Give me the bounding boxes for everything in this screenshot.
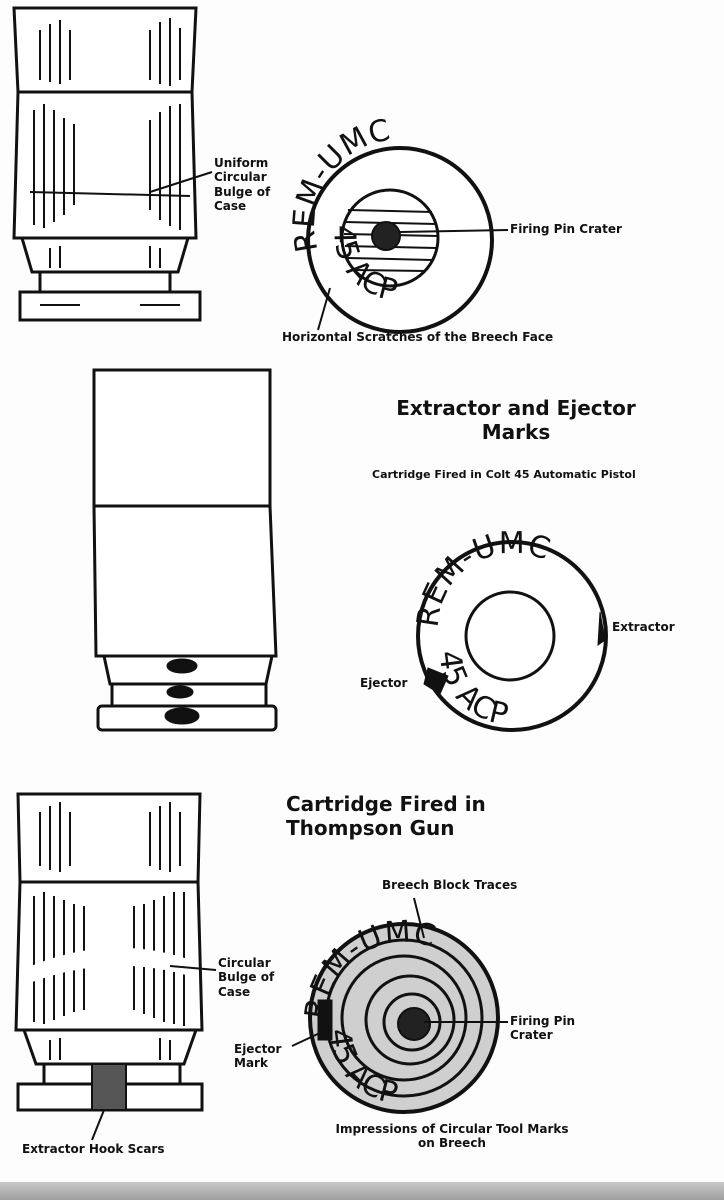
bottom-headstamp [291,897,508,1114]
bottom-breech-block-label: Breech Block Traces [382,878,518,892]
middle-subtitle: Cartridge Fired in Colt 45 Automatic Pis… [372,468,636,481]
middle-title: Extractor and Ejector Marks [396,396,636,444]
top-headstamp [306,146,509,334]
top-scratches-label: Horizontal Scratches of the Breech Face [282,330,554,344]
bottom-extractor-label: Extractor Hook Scars [22,1142,165,1156]
bottom-title: Cartridge Fired in Thompson Gun [286,792,486,840]
bottom-firing-pin-label: Firing Pin Crater [510,1014,576,1043]
bottom-ejector-label: Ejector Mark [234,1042,282,1071]
bottom-cartridge-side [14,792,217,1141]
top-bulge-label: Uniform Circular Bulge of Case [214,156,271,214]
top-cartridge-side [12,6,213,322]
middle-cartridge-side [92,368,278,732]
bottom-edge-strip [0,1182,724,1200]
bottom-tool-marks-label: Impressions of Circular Tool Marks on Br… [335,1122,569,1151]
middle-extractor-label: Extractor [612,620,675,634]
middle-headstamp [416,540,608,732]
bottom-bulge-label: Circular Bulge of Case [218,956,275,999]
middle-ejector-label: Ejector [360,676,408,690]
top-firing-pin-label: Firing Pin Crater [510,222,622,236]
